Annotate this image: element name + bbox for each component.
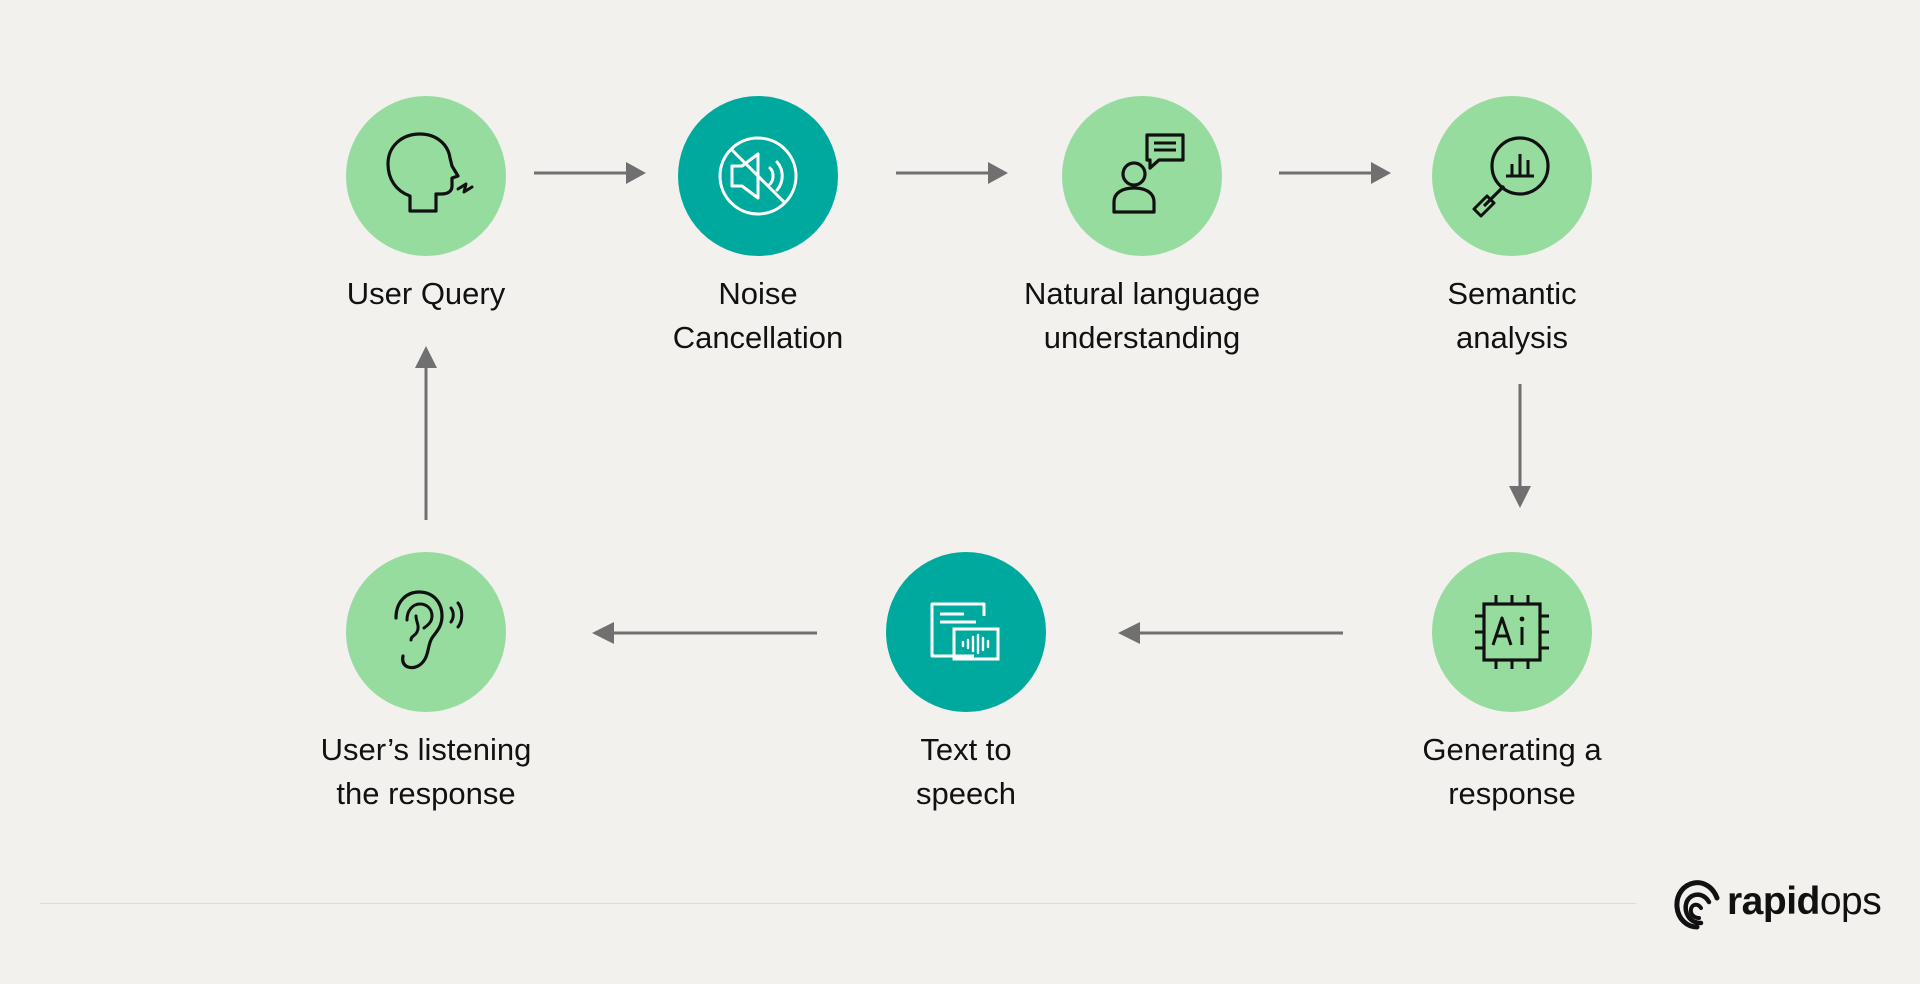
wordmark-bold: rapid <box>1727 880 1820 923</box>
arrow-right <box>896 162 1008 184</box>
step-label-line: Generating a <box>1422 732 1602 767</box>
step-label-line: understanding <box>1043 320 1241 355</box>
step-circle <box>886 552 1046 712</box>
step-label-line: Noise <box>718 276 798 311</box>
magnifier-chart-icon <box>1472 136 1550 218</box>
arrow-up <box>415 346 437 520</box>
step-generating-response: Generating a response <box>1332 552 1692 816</box>
step-circle <box>678 96 838 256</box>
arrow-right <box>534 162 646 184</box>
step-circle <box>1062 96 1222 256</box>
step-label-line: speech <box>916 776 1016 811</box>
step-circle <box>346 552 506 712</box>
ai-chip-icon <box>1475 595 1549 669</box>
arrow-right <box>1279 162 1391 184</box>
step-text-to-speech: Text to speech <box>786 552 1146 816</box>
step-label-line: User Query <box>346 276 506 311</box>
step-label-line: Cancellation <box>672 320 844 355</box>
step-label-line: analysis <box>1456 320 1568 355</box>
step-label-line: Text to <box>920 732 1012 767</box>
rapidops-wordmark: rapidops <box>1727 876 1882 928</box>
speaking-head-icon <box>386 132 474 213</box>
arrow-down <box>1509 384 1531 508</box>
person-chat-icon <box>1112 133 1185 214</box>
step-label: User’s listening the response <box>246 728 606 816</box>
step-label: Natural language understanding <box>962 272 1322 360</box>
step-noise-cancellation: Noise Cancellation <box>578 96 938 360</box>
arrow-left <box>592 622 817 644</box>
wordmark-light: ops <box>1819 880 1882 923</box>
step-label-line: Natural language <box>1023 276 1261 311</box>
footer-divider <box>40 903 1636 904</box>
document-audio-icon <box>930 602 1000 661</box>
step-natural-language-understanding: Natural language understanding <box>962 96 1322 360</box>
arrow-left <box>1118 622 1343 644</box>
step-label: User Query <box>246 272 606 316</box>
step-label: Semantic analysis <box>1332 272 1692 360</box>
rapidops-swirl-icon <box>1674 880 1720 930</box>
step-user-query: User Query <box>246 96 606 316</box>
step-semantic-analysis: Semantic analysis <box>1332 96 1692 360</box>
step-circle <box>1432 552 1592 712</box>
step-label-line: User’s listening <box>320 732 532 767</box>
mute-speaker-icon <box>718 136 798 216</box>
step-label-line: Semantic <box>1447 276 1577 311</box>
step-label-line: response <box>1448 776 1576 811</box>
step-label-line: the response <box>336 776 516 811</box>
step-user-listening: User’s listening the response <box>246 552 606 816</box>
rapidops-logo: rapidops <box>1673 876 1883 932</box>
step-label: Noise Cancellation <box>578 272 938 360</box>
ear-icon <box>394 590 464 670</box>
step-label: Text to speech <box>786 728 1146 816</box>
step-circle <box>346 96 506 256</box>
step-label: Generating a response <box>1332 728 1692 816</box>
step-circle <box>1432 96 1592 256</box>
